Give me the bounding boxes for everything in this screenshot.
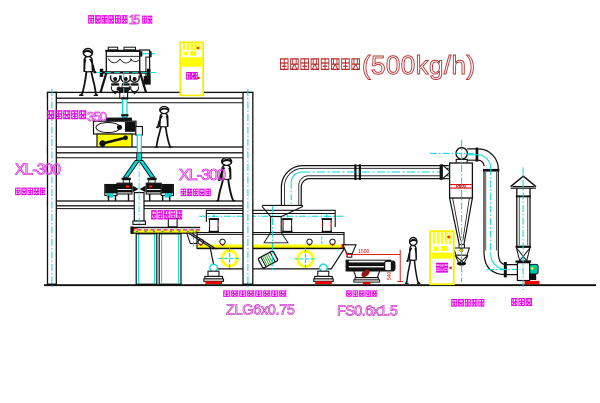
svg-text:ZLG6x0.75: ZLG6x0.75 (226, 303, 295, 319)
svg-text:540: 540 (387, 271, 393, 280)
svg-text:1500: 1500 (358, 249, 369, 255)
svg-text:FS0.6x1.5: FS0.6x1.5 (337, 303, 398, 319)
svg-text:XL-300: XL-300 (15, 161, 61, 178)
svg-text:P800: P800 (456, 184, 466, 189)
svg-text:(500kg/h): (500kg/h) (362, 50, 475, 80)
svg-text:350: 350 (87, 109, 107, 124)
svg-text:1.5: 1.5 (129, 13, 141, 27)
svg-text:XL-300: XL-300 (179, 167, 226, 184)
